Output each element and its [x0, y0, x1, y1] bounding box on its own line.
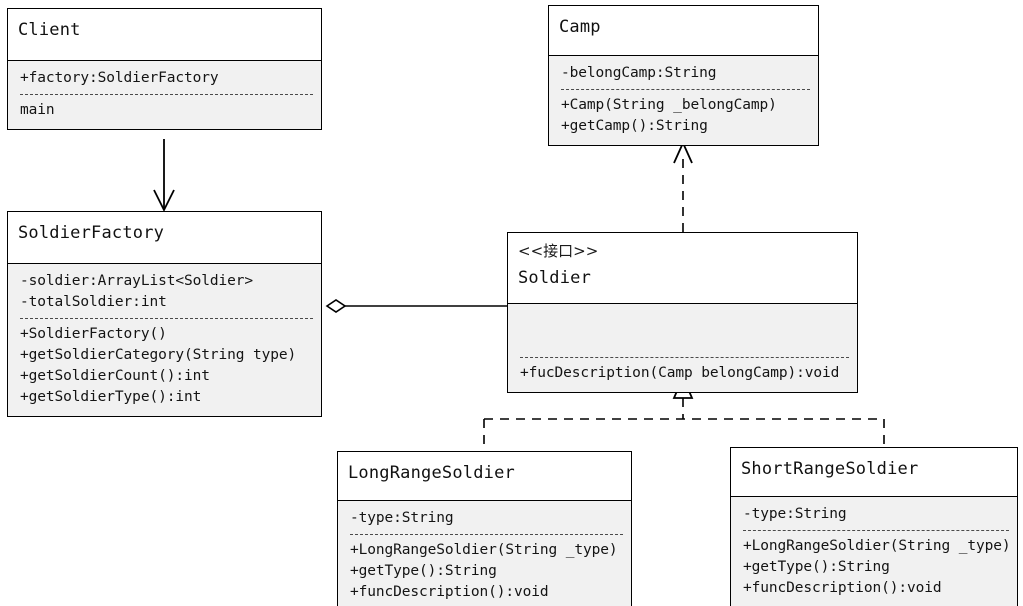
compartment-divider: [743, 530, 1009, 531]
class-attribute: -totalSoldier:int: [20, 294, 167, 310]
class-method: +fucDescription(Camp belongCamp):void: [520, 365, 840, 381]
class-name-camp: Camp: [559, 17, 601, 37]
class-attribute: -soldier:ArrayList<Soldier>: [20, 273, 254, 289]
class-name-soldierfactory: SoldierFactory: [18, 223, 165, 243]
class-method: +SoldierFactory(): [20, 326, 167, 342]
class-attribute: -belongCamp:String: [561, 65, 717, 81]
class-method: main: [20, 102, 55, 118]
class-body-client: +factory:SoldierFactory main: [8, 61, 321, 129]
class-header-soldierfactory: SoldierFactory: [8, 212, 321, 264]
compartment-divider: [20, 318, 313, 319]
class-name-soldier: Soldier: [518, 268, 592, 288]
compartment-divider: [561, 89, 810, 90]
class-body-shortrangesoldier: -type:String +LongRangeSoldier(String _t…: [731, 497, 1017, 606]
class-stereotype-soldier: <<接口>>: [518, 242, 599, 260]
compartment-divider: [350, 534, 623, 535]
class-name-longrangesoldier: LongRangeSoldier: [348, 463, 515, 483]
class-attribute: -type:String: [743, 506, 847, 522]
class-method: +LongRangeSoldier(String _type): [743, 538, 1011, 554]
class-attribute: +factory:SoldierFactory: [20, 70, 219, 86]
class-header-longrangesoldier: LongRangeSoldier: [338, 452, 631, 501]
class-method: +funcDescription():void: [350, 584, 549, 600]
edge-soldier-depends-on-camp: [673, 140, 693, 232]
class-method: +LongRangeSoldier(String _type): [350, 542, 618, 558]
class-box-longrangesoldier[interactable]: LongRangeSoldier -type:String +LongRange…: [337, 451, 632, 606]
class-attribute: -type:String: [350, 510, 454, 526]
class-method: +getSoldierCategory(String type): [20, 347, 297, 363]
class-header-shortrangesoldier: ShortRangeSoldier: [731, 448, 1017, 497]
class-header-camp: Camp: [549, 6, 818, 56]
class-method: +getCamp():String: [561, 118, 708, 134]
class-body-soldierfactory: -soldier:ArrayList<Soldier> -totalSoldie…: [8, 264, 321, 416]
class-name-shortrangesoldier: ShortRangeSoldier: [741, 459, 919, 479]
class-box-camp[interactable]: Camp -belongCamp:String +Camp(String _be…: [548, 5, 819, 146]
class-box-client[interactable]: Client +factory:SoldierFactory main: [7, 8, 322, 130]
class-box-soldierfactory[interactable]: SoldierFactory -soldier:ArrayList<Soldie…: [7, 211, 322, 417]
class-method: +funcDescription():void: [743, 580, 942, 596]
class-method: +Camp(String _belongCamp): [561, 97, 777, 113]
class-body-soldier: +fucDescription(Camp belongCamp):void: [508, 304, 857, 392]
class-name-client: Client: [18, 20, 81, 40]
compartment-divider: [520, 357, 849, 358]
class-body-longrangesoldier: -type:String +LongRangeSoldier(String _t…: [338, 501, 631, 606]
class-method: +getType():String: [743, 559, 890, 575]
class-method: +getSoldierCount():int: [20, 368, 210, 384]
class-header-soldier: <<接口>> Soldier: [508, 233, 857, 304]
edge-client-to-soldierfactory: [153, 139, 175, 213]
class-method: +getSoldierType():int: [20, 389, 202, 405]
class-box-shortrangesoldier[interactable]: ShortRangeSoldier -type:String +LongRang…: [730, 447, 1018, 606]
empty-attributes-compartment: [520, 314, 849, 352]
class-header-client: Client: [8, 9, 321, 61]
class-method: +getType():String: [350, 563, 497, 579]
class-box-soldier[interactable]: <<接口>> Soldier +fucDescription(Camp belo…: [507, 232, 858, 393]
class-body-camp: -belongCamp:String +Camp(String _belongC…: [549, 56, 818, 145]
compartment-divider: [20, 94, 313, 95]
edge-soldierfactory-aggregates-soldier: [325, 299, 507, 313]
